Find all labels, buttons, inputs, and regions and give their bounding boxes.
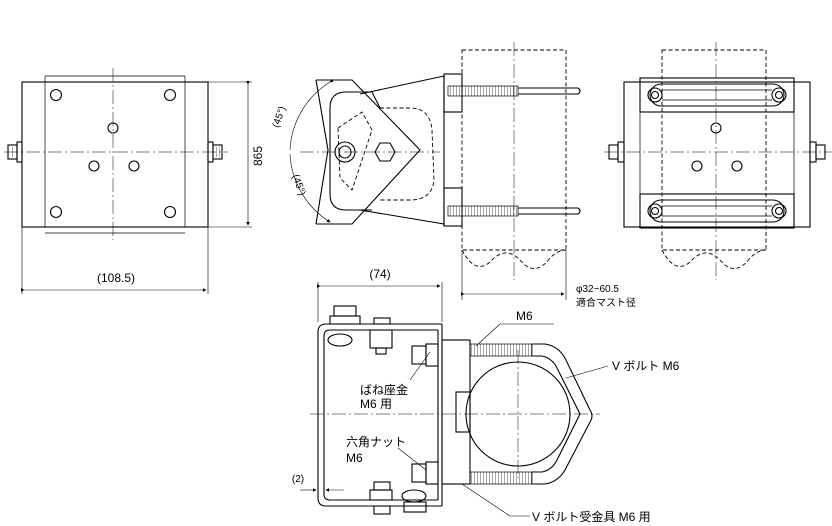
section-view: (74): [292, 267, 680, 524]
side-bolt-left: [7, 141, 23, 163]
side-view: (45°) (45°) φ32~60.5 適合マスト径: [271, 42, 636, 309]
back-view: [604, 42, 832, 280]
v-bolt-label: V ボルト M6: [612, 359, 680, 373]
hex-nut-label: 六角ナット: [346, 435, 406, 449]
spring-washer-label: ばね座金: [360, 382, 408, 397]
spring-washer-size-label: M6 用: [360, 397, 392, 411]
v-bolt-bracket-label: V ボルト受金具 M6 用: [532, 509, 651, 524]
dim-2-label: (2): [292, 474, 304, 485]
front-plate: [21, 81, 209, 228]
angle-top-label: (45°): [271, 105, 289, 129]
m6-label: M6: [516, 309, 533, 323]
mast-diameter-label: φ32~60.5: [576, 284, 619, 295]
dim-height-label: 865: [251, 146, 265, 166]
dim-74-label: (74): [369, 267, 390, 281]
bracket-body: [316, 79, 421, 225]
side-bolt-right: [207, 141, 223, 163]
dim-width-label: (108.5): [97, 271, 135, 285]
front-view: 865 (108.5): [4, 68, 265, 294]
mast-compat-label: 適合マスト径: [576, 296, 636, 309]
hex-nut-size-label: M6: [346, 451, 363, 465]
angle-bottom-label: (45°): [289, 173, 307, 197]
